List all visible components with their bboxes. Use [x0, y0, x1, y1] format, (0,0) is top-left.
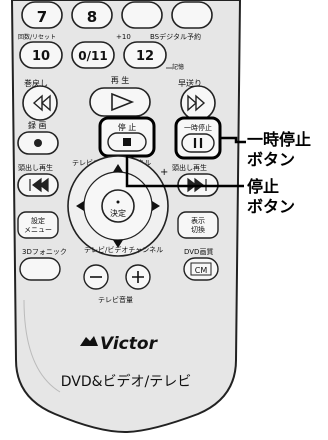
product-name: DVD&ビデオ/テレビ — [61, 373, 192, 390]
dvd-cm-button[interactable]: CM — [183, 257, 219, 281]
skip-forward-label: 頭出し再生 — [172, 163, 207, 172]
recall-label: 回数/リセット — [18, 33, 56, 41]
plus-sign: + — [160, 167, 168, 178]
stop-callout-line1: 停止 — [247, 177, 280, 196]
fast-forward-button[interactable] — [180, 85, 216, 121]
tv-channel-arc-label: テレビ/ビデオチャンネル — [84, 245, 163, 254]
ff-label: 早送り — [178, 78, 202, 88]
dvd-quality-label: DVD画質 — [184, 247, 213, 256]
key-10-label: 10 — [32, 49, 50, 64]
display-toggle-button[interactable]: 表示 切換 — [177, 211, 219, 239]
record-icon — [34, 139, 42, 147]
skip-back-button[interactable] — [17, 173, 59, 197]
pause-label: 一時停止 — [184, 123, 212, 132]
memo-label: 記憶 — [172, 63, 184, 71]
plus10-label: +10 — [116, 33, 131, 41]
rewind-label: 巻戻し — [24, 78, 48, 88]
play-label: 再 生 — [111, 75, 130, 85]
surround-button[interactable] — [19, 257, 61, 281]
right-arrow-icon — [152, 201, 160, 211]
pause-callout-line2: ボタン — [247, 150, 296, 169]
key-9[interactable] — [121, 1, 163, 29]
surround-label: 3Dフォニック — [22, 248, 67, 256]
play-icon — [111, 92, 135, 112]
victor-logo: Victor — [80, 334, 159, 354]
record-label: 録 画 — [28, 120, 47, 130]
cm-label: CM — [195, 266, 208, 275]
enter-button[interactable]: 決定 — [101, 189, 135, 223]
enter-label: 決定 — [110, 208, 126, 218]
volume-down-button[interactable] — [83, 264, 109, 290]
pause-button[interactable]: 一時停止 — [174, 116, 222, 160]
stop-callout-line2: ボタン — [247, 197, 296, 216]
skip-back-icon — [29, 177, 49, 193]
setup-label-1: 設定 — [31, 216, 45, 225]
key-8-label: 8 — [87, 8, 97, 26]
rewind-icon — [32, 94, 51, 112]
stop-callout: 停止 ボタン — [247, 177, 295, 217]
play-button[interactable] — [89, 87, 151, 117]
key-12[interactable]: 12 — [123, 41, 167, 69]
bs-reserve-label: BSデジタル予約 — [150, 32, 201, 41]
pause-callout-line — [220, 136, 246, 144]
stop-callout-line — [125, 156, 244, 188]
setup-label-2: メニュー — [24, 226, 52, 234]
setup-menu-button[interactable]: 設定 メニュー — [17, 211, 59, 239]
rewind-button[interactable] — [22, 85, 58, 121]
key-10[interactable]: 10 — [19, 41, 63, 69]
pause-callout-line1: 一時停止 — [247, 130, 312, 149]
pause-callout: 一時停止 ボタン — [247, 130, 311, 170]
volume-up-button[interactable] — [125, 264, 151, 290]
dog-logo-icon — [80, 336, 98, 346]
key-12-label: 12 — [136, 49, 154, 64]
display-label-2: 切換 — [191, 225, 205, 234]
skip-back-label: 頭出し再生 — [18, 163, 53, 172]
display-label-1: 表示 — [191, 216, 205, 225]
up-arrow-icon — [113, 164, 123, 172]
plus-icon — [132, 271, 144, 283]
stop-button[interactable]: 停 止 — [98, 116, 156, 158]
brand-name: Victor — [100, 334, 159, 354]
stop-label: 停 止 — [118, 122, 137, 132]
key-0-11-label: 0/11 — [78, 49, 107, 63]
tv-volume-label: テレビ音量 — [98, 295, 133, 304]
key-7[interactable]: 7 — [21, 1, 63, 29]
key-7-label: 7 — [37, 8, 47, 26]
left-arrow-icon — [76, 201, 84, 211]
key-0-11[interactable]: 0/11 — [71, 41, 115, 69]
down-arrow-icon — [113, 240, 123, 248]
pause-icon — [193, 138, 203, 148]
key-8[interactable]: 8 — [71, 1, 113, 29]
fast-forward-icon — [187, 94, 206, 112]
stop-icon — [123, 138, 131, 146]
record-button[interactable] — [17, 131, 59, 155]
key-partial[interactable] — [171, 1, 213, 29]
